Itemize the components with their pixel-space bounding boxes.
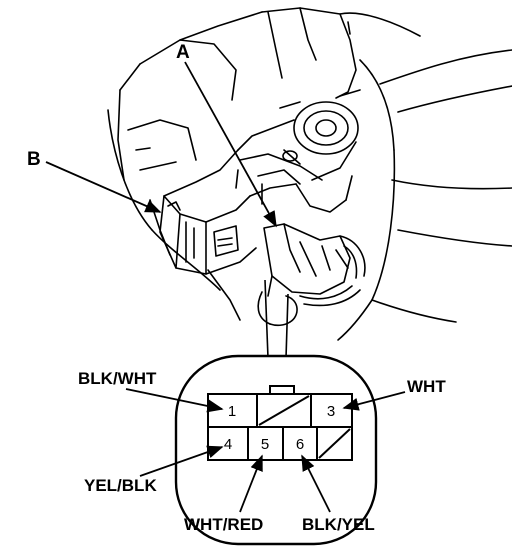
callout-a-arrow xyxy=(184,61,277,228)
detail-lead-lines xyxy=(264,279,289,359)
leader-blk-wht xyxy=(125,388,224,413)
steering-column-drawing xyxy=(107,7,512,341)
wire-label-wht: WHT xyxy=(407,377,446,396)
callout-a-label: A xyxy=(176,42,190,63)
wire-label-yel-blk: YEL/BLK xyxy=(84,476,157,495)
leader-blk-yel xyxy=(301,454,331,513)
pin-6-label: 6 xyxy=(296,436,304,453)
leader-yel-blk xyxy=(139,445,224,477)
connector-face xyxy=(207,385,353,461)
wire-label-blk-wht: BLK/WHT xyxy=(78,369,157,388)
connector-lock-tab xyxy=(269,385,295,395)
wire-label-blk-yel: BLK/YEL xyxy=(302,515,375,534)
blank-cavity-7 xyxy=(318,428,351,459)
blank-cavity-2 xyxy=(258,395,310,426)
pin-4-label: 4 xyxy=(224,436,232,453)
pin-5-label: 5 xyxy=(261,436,269,453)
wire-leaders xyxy=(125,388,406,513)
pin-1-label: 1 xyxy=(228,403,236,420)
wire-label-wht-red: WHT/RED xyxy=(184,515,263,534)
leader-wht xyxy=(342,391,406,411)
callout-b-label: B xyxy=(27,149,41,170)
pin-3-label: 3 xyxy=(327,403,335,420)
callout-b-arrow xyxy=(45,161,162,213)
leader-wht-red xyxy=(239,454,263,513)
